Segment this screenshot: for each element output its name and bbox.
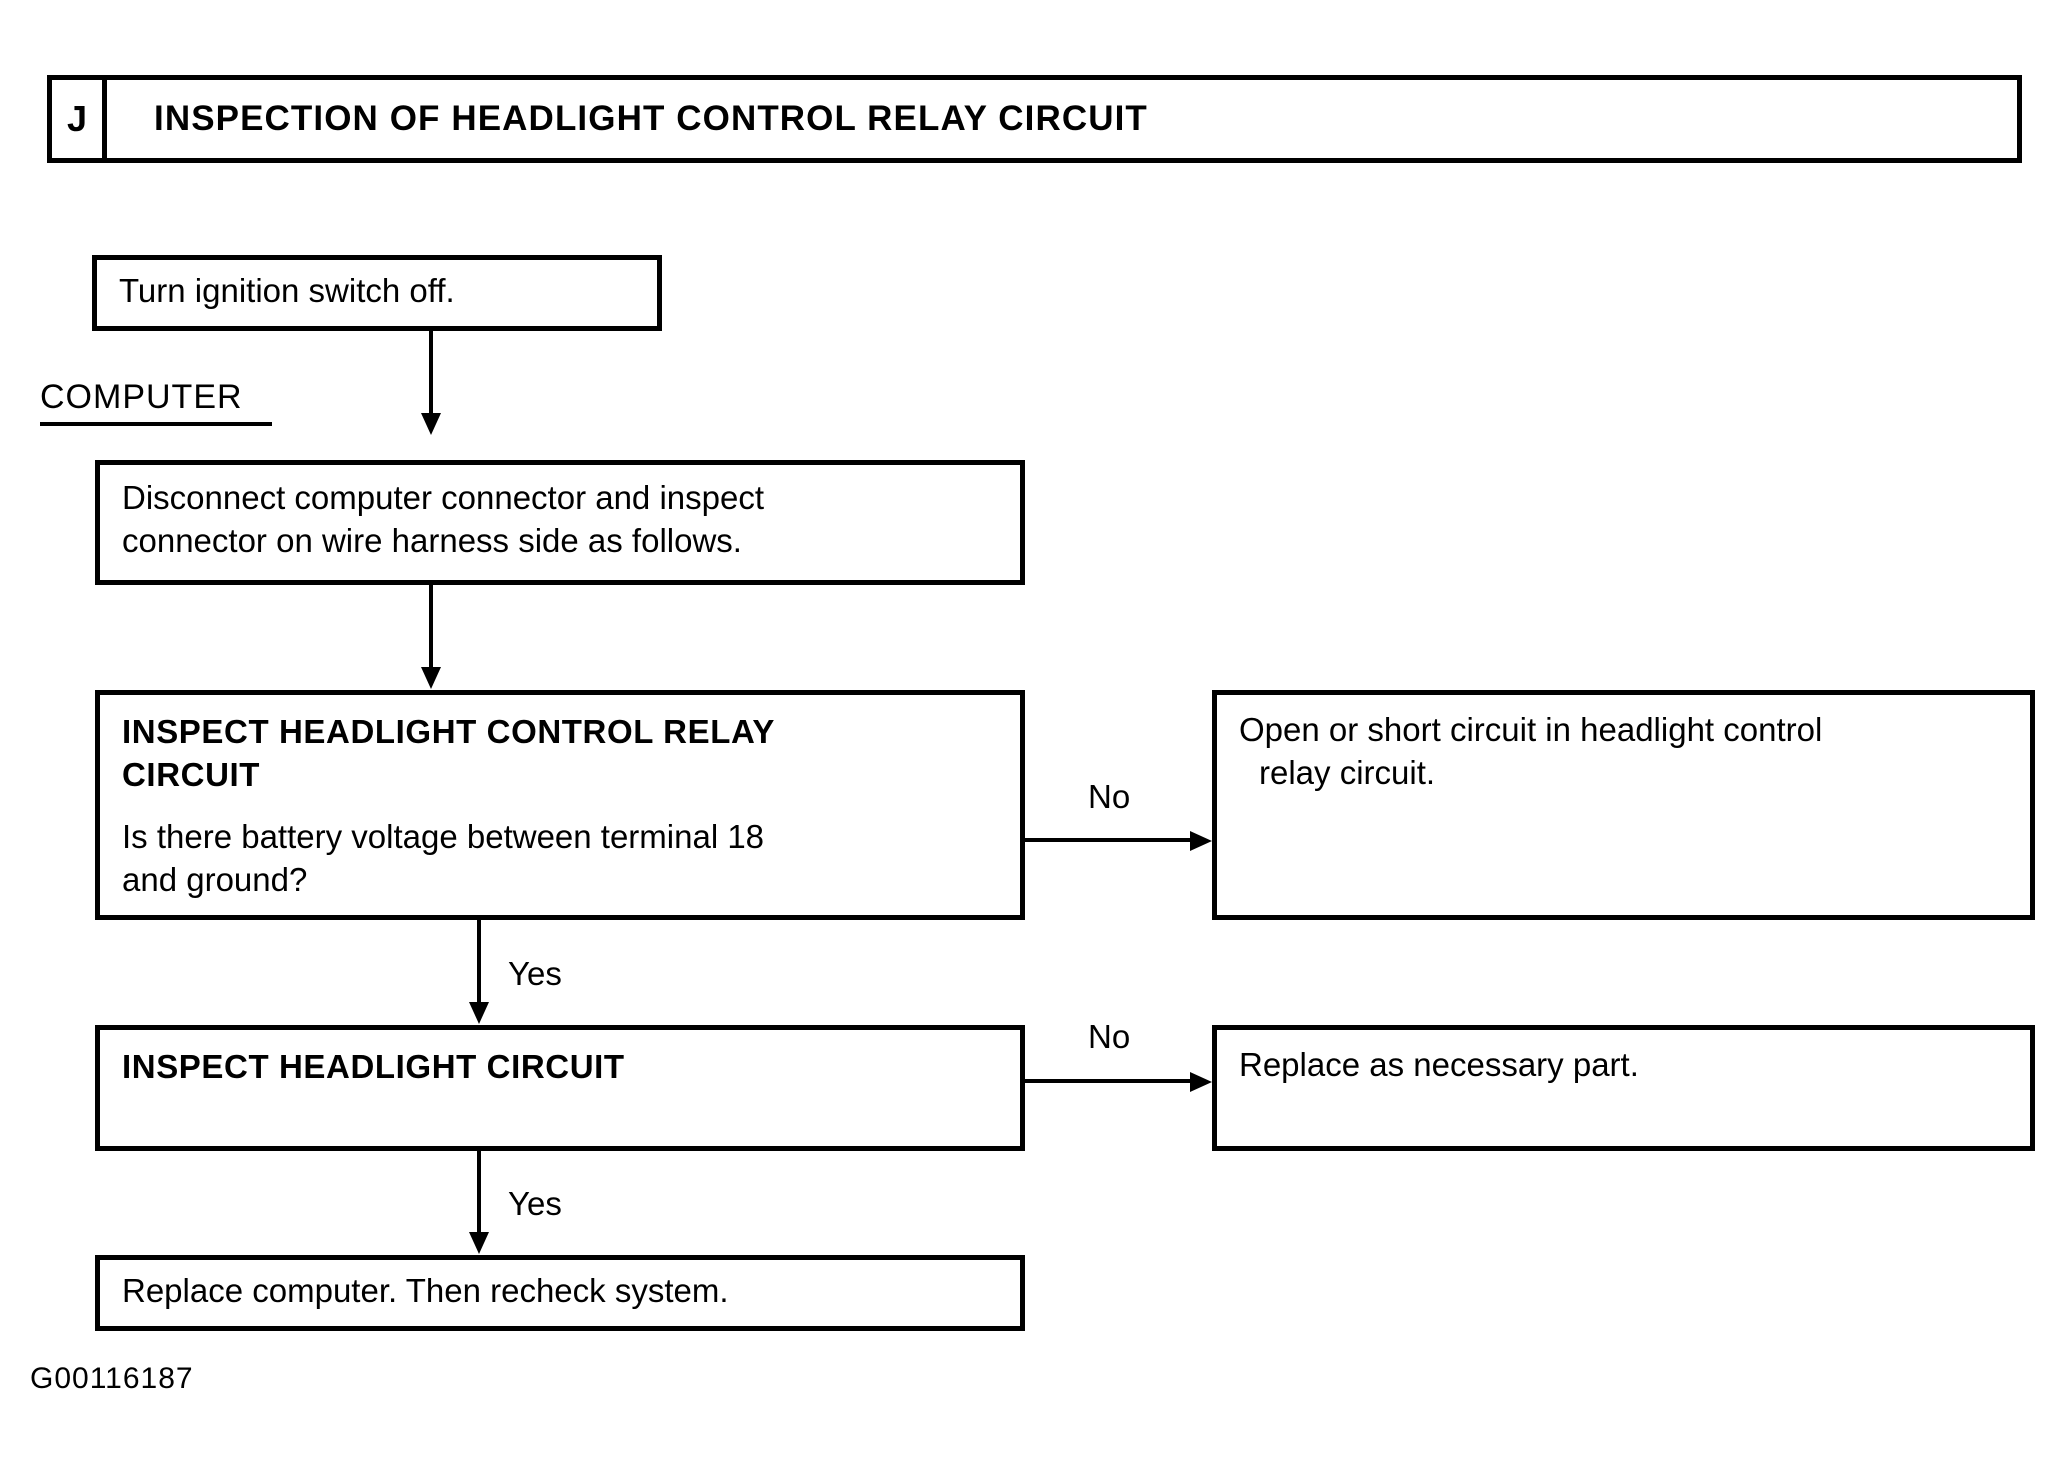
box-replace-necessary-part: Replace as necessary part. xyxy=(1212,1025,2035,1151)
box-inspect-relay-circuit-question1: Is there battery voltage between termina… xyxy=(122,818,765,856)
page-title: INSPECTION OF HEADLIGHT CONTROL RELAY CI… xyxy=(154,99,1148,138)
header-letter-cell: J xyxy=(52,80,107,158)
header-letter: J xyxy=(66,98,88,139)
branch-label-no-2: No xyxy=(1088,1018,1131,1055)
connector-no-2 xyxy=(1025,1079,1195,1083)
connector-yes-2 xyxy=(477,1151,481,1235)
figure-id-code: G00116187 xyxy=(30,1362,194,1395)
box-open-or-short-circuit: Open or short circuit in headlight contr… xyxy=(1212,690,2035,920)
spacer xyxy=(122,796,1002,816)
arrowhead-yes-1 xyxy=(469,1002,489,1024)
arrowhead-disconnect-to-inspect-relay xyxy=(421,667,441,689)
arrowhead-no-2 xyxy=(1190,1072,1212,1092)
arrowhead-ignition-to-disconnect xyxy=(421,413,441,435)
box-replace-computer-line1: Replace computer. Then recheck system. xyxy=(122,1272,729,1309)
connector-no-1 xyxy=(1025,838,1195,842)
box-turn-ignition-off-line1: Turn ignition switch off. xyxy=(119,272,455,309)
header-title-cell: INSPECTION OF HEADLIGHT CONTROL RELAY CI… xyxy=(107,80,2017,158)
section-label-computer: COMPUTER xyxy=(40,378,243,416)
connector-disconnect-to-inspect-relay xyxy=(429,585,433,667)
box-inspect-relay-circuit: INSPECT HEADLIGHT CONTROL RELAY CIRCUIT … xyxy=(95,690,1025,920)
box-disconnect-connector-line2: connector on wire harness side as follow… xyxy=(122,521,742,559)
box-disconnect-connector: Disconnect computer connector and inspec… xyxy=(95,460,1025,585)
arrowhead-yes-2 xyxy=(469,1232,489,1254)
box-inspect-relay-circuit-question2: and ground? xyxy=(122,860,308,898)
box-open-or-short-circuit-line1: Open or short circuit in headlight contr… xyxy=(1239,711,1823,748)
box-disconnect-connector-line1: Disconnect computer connector and inspec… xyxy=(122,479,765,516)
box-inspect-relay-circuit-heading1: INSPECT HEADLIGHT CONTROL RELAY xyxy=(122,713,775,750)
section-label-underline xyxy=(40,422,272,426)
connector-yes-1 xyxy=(477,920,481,1005)
box-inspect-relay-circuit-heading2: CIRCUIT xyxy=(122,755,261,793)
branch-label-yes-1: Yes xyxy=(508,955,562,992)
box-open-or-short-circuit-line2: relay circuit. xyxy=(1259,753,1436,791)
box-replace-necessary-part-line1: Replace as necessary part. xyxy=(1239,1046,1639,1083)
box-replace-computer: Replace computer. Then recheck system. xyxy=(95,1255,1025,1331)
box-inspect-headlight-circuit: INSPECT HEADLIGHT CIRCUIT xyxy=(95,1025,1025,1151)
diagram-header: J INSPECTION OF HEADLIGHT CONTROL RELAY … xyxy=(47,75,2022,163)
box-inspect-headlight-circuit-heading1: INSPECT HEADLIGHT CIRCUIT xyxy=(122,1048,625,1085)
box-turn-ignition-off: Turn ignition switch off. xyxy=(92,255,662,331)
arrowhead-no-1 xyxy=(1190,831,1212,851)
branch-label-yes-2: Yes xyxy=(508,1185,562,1222)
branch-label-no-1: No xyxy=(1088,778,1131,815)
connector-ignition-to-disconnect xyxy=(429,331,433,413)
